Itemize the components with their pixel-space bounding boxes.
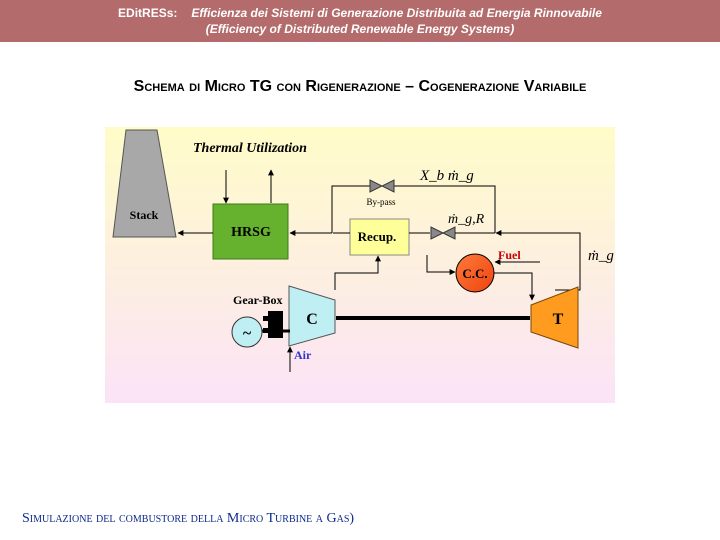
fuel-label: Fuel xyxy=(498,248,521,262)
header-tag: EDitRESs: xyxy=(118,6,178,20)
header-title-italian: Efficienza dei Sistemi di Generazione Di… xyxy=(191,6,602,20)
gearbox-block-top xyxy=(268,311,283,326)
bypass-valve-right xyxy=(380,179,395,193)
cc-label: C.C. xyxy=(462,266,487,281)
diagram-background xyxy=(105,127,615,403)
header-title-english: (Efficiency of Distributed Renewable Ene… xyxy=(205,22,515,36)
cc-to-turbine-line xyxy=(494,272,535,301)
recup-to-cc-line xyxy=(426,255,456,275)
recuperator-box xyxy=(349,218,410,256)
generator-symbol: ~ xyxy=(243,325,252,342)
air-label: Air xyxy=(294,348,312,362)
thermal-utilization-label: Thermal Utilization xyxy=(193,141,307,156)
recup-valve-left xyxy=(430,226,445,240)
turbine-exhaust-line xyxy=(495,230,581,291)
hrsg-label: HRSG xyxy=(231,225,271,240)
footer-text: Simulazione del combustore della Micro T… xyxy=(22,511,355,526)
mg-r-label: ṁ_g,R xyxy=(448,212,485,227)
mg-label: ṁ_g xyxy=(588,248,614,264)
stack-chimney xyxy=(112,129,177,238)
hrsg-box xyxy=(212,203,289,260)
gearbox-block-bottom xyxy=(268,325,283,338)
turbine xyxy=(530,286,579,349)
bypass-label: By-pass xyxy=(367,197,396,207)
xb-mg-label: X_b ṁ_g xyxy=(419,168,474,184)
compressor-label: C xyxy=(306,311,318,328)
slide-title: Schema di Micro TG con Rigenerazione – C… xyxy=(133,78,587,95)
bypass-line xyxy=(331,185,496,233)
gearbox-tooth-bottom xyxy=(263,328,268,333)
turbine-label: T xyxy=(553,311,564,328)
recuperator-label: Recup. xyxy=(358,229,397,244)
gearbox-tooth-top xyxy=(263,316,268,321)
gearbox-label: Gear-Box xyxy=(233,293,283,307)
compressor xyxy=(288,285,336,347)
header-bar: EDitRESs: Efficienza dei Sistemi di Gener… xyxy=(0,0,720,42)
generator xyxy=(231,316,263,348)
header-line-1: EDitRESs: Efficienza dei Sistemi di Gener… xyxy=(0,6,720,20)
compressor-to-recup-line xyxy=(334,255,381,290)
bypass-valve-left xyxy=(369,179,384,193)
stack-label: Stack xyxy=(130,208,159,222)
